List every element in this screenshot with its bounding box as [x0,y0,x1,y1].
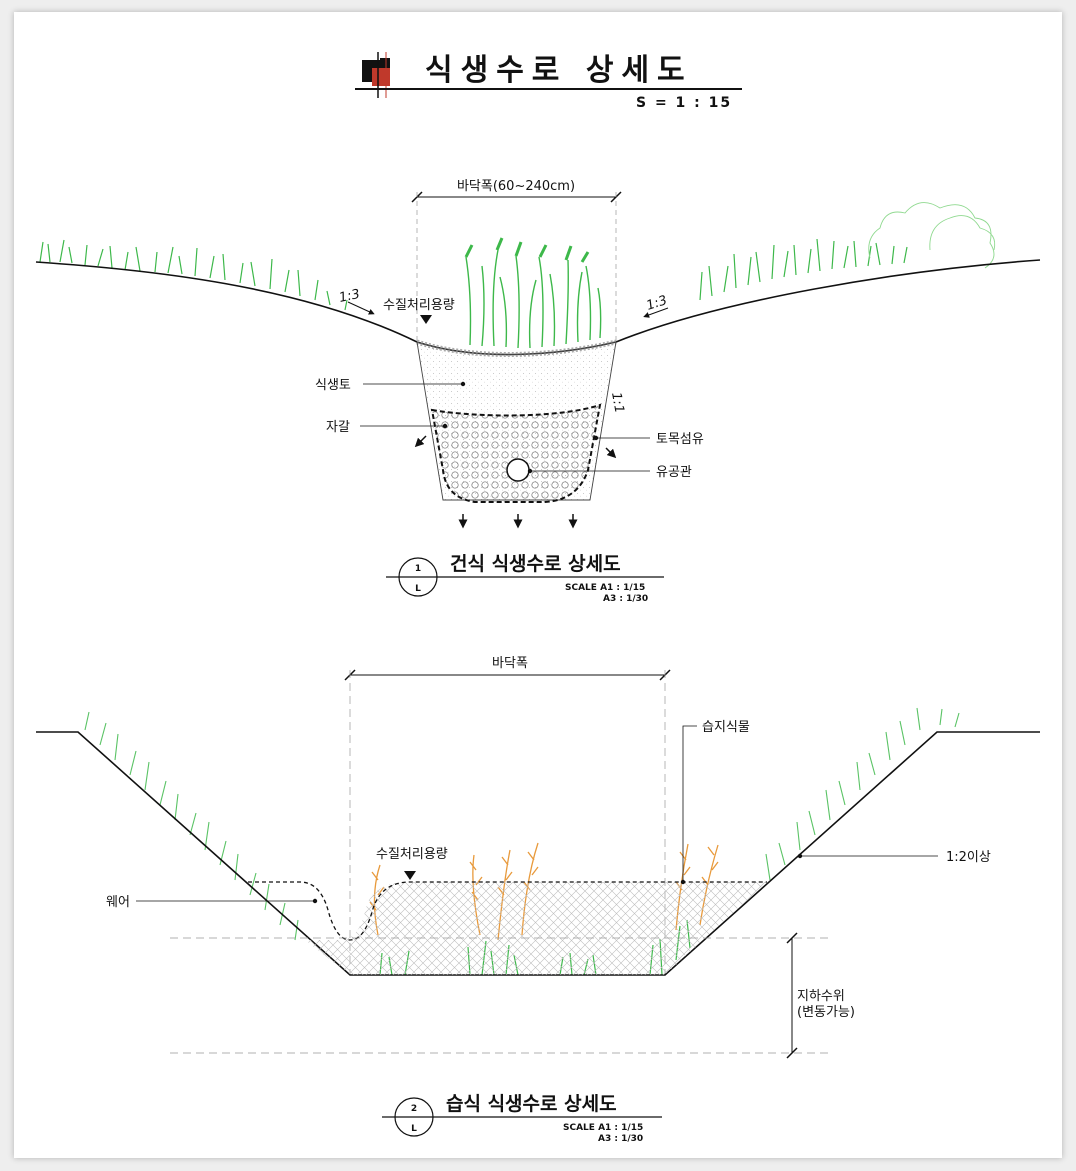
s1-slope-left: 1:3 [338,287,362,306]
s1-channel-plants [464,237,602,349]
s2-groundwater-label-1: 지하수위 [797,989,845,1004]
s1-leaders [360,381,650,474]
s1-bottom-width-label: 바닥폭(60~240cm) [457,179,575,194]
s2-water-body [305,882,767,975]
s1-ground-line [35,259,1041,356]
s1-pipe-label: 유공관 [656,465,692,480]
s1-gravel-layer [430,403,602,503]
s2-wetland-plant-label: 습지식물 [702,720,750,735]
s1-scale-a3: A3 : 1/30 [603,594,648,604]
s1-water-label: 수질처리용량 [383,298,455,313]
s1-slope-right: 1:3 [645,293,670,314]
s2-bottom-width-label: 바닥폭 [492,656,528,671]
s2-groundwater-label-2: (변동가능) [797,1005,855,1020]
s1-slope-arrow-left [347,301,375,315]
s2-weir-waterline [248,881,767,941]
s2-weir-label: 웨어 [106,895,130,910]
s2-slope-label: 1:2이상 [946,850,991,865]
s1-geotextile-label: 토목섬유 [656,432,704,447]
s1-grass-vegetation [39,238,908,311]
s2-marker-number: 2 [411,1104,417,1114]
s1-water-level-marker [420,315,432,324]
s2-scale-a3: A3 : 1/30 [598,1134,643,1144]
s1-infiltration-arrows [414,435,617,529]
s1-scale-a1: SCALE A1 : 1/15 [565,583,645,593]
page-title: 식생수로 상세도 [425,53,693,88]
s1-marker-sheet: L [415,584,421,594]
s1-gravel-label: 자갈 [326,420,350,435]
s1-soil-label: 식생토 [315,378,351,393]
s1-slope-side: 1:1 [608,391,626,414]
page-scale: S = 1 : 15 [636,95,732,111]
s2-scale-a1: SCALE A1 : 1/15 [563,1123,643,1133]
s1-dimension [411,191,622,342]
s2-title: 습식 식생수로 상세도 [446,1093,617,1115]
s1-perforated-pipe [506,458,530,482]
s2-leaders [136,725,938,904]
s1-trees-outline [868,202,996,269]
s1-title: 건식 식생수로 상세도 [450,553,621,575]
s1-marker-number: 1 [415,564,421,574]
s2-water-level-marker [404,871,416,880]
s2-marker-sheet: L [411,1124,417,1134]
s1-slope-arrow-right [643,307,669,318]
s2-water-label: 수질처리용량 [376,847,448,862]
header-logo [362,52,390,98]
s2-groundwater-dimension [786,932,798,1059]
